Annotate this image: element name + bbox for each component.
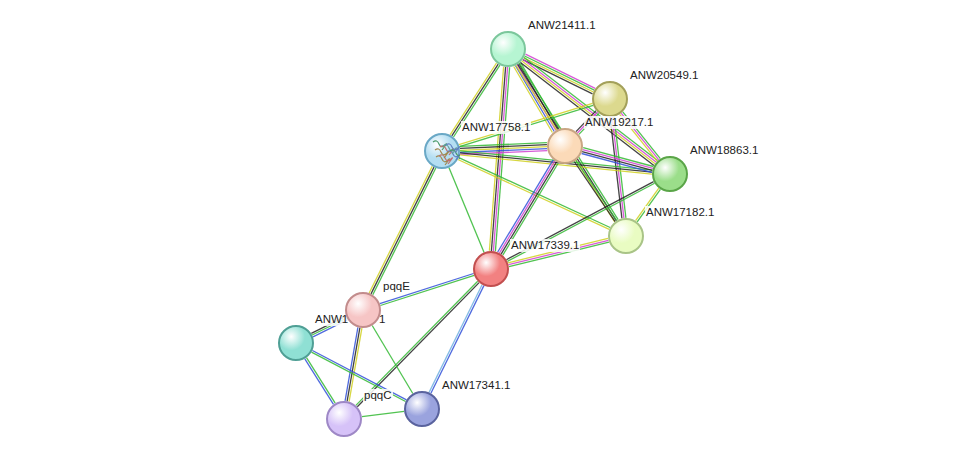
node-circle — [473, 251, 509, 287]
interaction-edge — [508, 238, 609, 266]
evidence-line — [345, 327, 358, 401]
node-label: pqqC — [363, 389, 393, 402]
evidence-line — [347, 328, 360, 402]
protein-node: ANW17341.1 — [404, 391, 440, 427]
protein-node: ANW19217.1 — [547, 128, 583, 164]
interaction-edge — [582, 148, 654, 173]
interaction-edge — [312, 351, 407, 402]
interaction-edge — [345, 327, 362, 401]
node-label: ANW17339.1 — [510, 239, 580, 252]
interaction-edge — [372, 326, 413, 394]
evidence-line — [582, 154, 652, 173]
evidence-line — [583, 150, 653, 169]
interaction-edge — [449, 168, 484, 253]
evidence-line — [305, 359, 334, 405]
protein-node: ANW17182.1 — [608, 218, 644, 254]
evidence-line — [508, 238, 608, 262]
protein-node: ANW20549.1 — [592, 81, 628, 117]
evidence-line — [431, 286, 484, 394]
node-circle — [652, 156, 688, 192]
evidence-line — [373, 168, 436, 295]
protein-node: ANW17758.1 — [424, 133, 460, 169]
node-circle — [490, 31, 526, 67]
protein-node: pqqC — [326, 401, 362, 437]
evidence-line — [371, 167, 434, 294]
protein-node: pqqE — [345, 292, 381, 328]
evidence-line — [312, 352, 406, 401]
node-label: ANW17758.1 — [461, 121, 531, 134]
node-circle — [608, 218, 644, 254]
node-circle — [326, 401, 362, 437]
node-label: ANW17182.1 — [645, 206, 715, 219]
protein-node: ANW21411.1 — [490, 31, 526, 67]
evidence-line — [307, 358, 336, 404]
evidence-line — [369, 166, 432, 293]
node-label: ANW19217.1 — [584, 116, 654, 129]
evidence-line — [429, 285, 482, 393]
evidence-line — [449, 168, 484, 253]
node-label: ANW18863.1 — [689, 144, 759, 157]
interaction-edge — [362, 411, 404, 416]
node-circle — [592, 81, 628, 117]
evidence-line — [380, 275, 474, 305]
interaction-edge — [369, 166, 436, 295]
node-circle — [404, 391, 440, 427]
protein-node: ANW17339.1 — [473, 251, 509, 287]
evidence-line — [362, 411, 404, 416]
evidence-line — [582, 152, 652, 171]
protein-structure — [424, 133, 460, 169]
node-label: ANW20549.1 — [629, 69, 699, 82]
protein-node: ANW18863.1 — [652, 156, 688, 192]
evidence-line — [506, 182, 653, 260]
protein-node: ANW11 — [278, 325, 314, 361]
interaction-edge — [380, 274, 474, 306]
node-label: ANW1 — [314, 313, 349, 326]
interaction-edge — [429, 285, 484, 394]
node-label: ANW17341.1 — [441, 379, 511, 392]
node-label: pqqE — [382, 280, 411, 293]
node-circle — [345, 292, 381, 328]
node-circle — [547, 128, 583, 164]
node-circle — [278, 325, 314, 361]
node-label: ANW21411.1 — [527, 19, 597, 32]
evidence-line — [372, 326, 413, 394]
interaction-edge — [305, 358, 335, 405]
